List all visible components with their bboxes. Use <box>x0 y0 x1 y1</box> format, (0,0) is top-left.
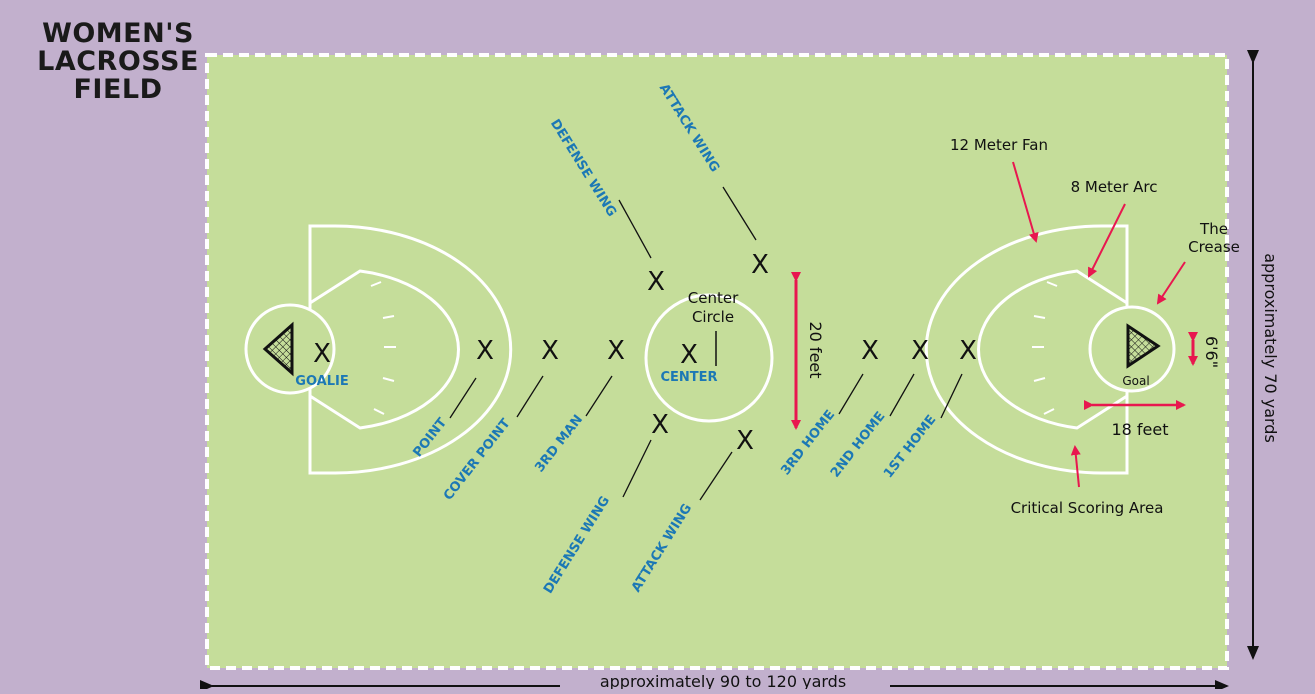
right-goal-icon <box>1126 323 1161 369</box>
eight-meter-arc-arrow <box>1088 203 1126 278</box>
player-mark-defense-wing-bottom: X <box>651 410 669 440</box>
center-circle-label-2: Circle <box>692 308 734 326</box>
player-mark-attack-wing-top: X <box>751 250 769 280</box>
field-title: WOMEN'S LACROSSE FIELD <box>37 18 199 105</box>
field-length-label: approximately 90 to 120 yards <box>600 672 846 689</box>
right-8-meter-arc <box>977 269 1128 430</box>
player-mark-point: X <box>476 336 494 366</box>
right-goal-area <box>924 224 1176 475</box>
playing-field <box>205 53 1229 670</box>
goal-label: Goal <box>1122 374 1149 388</box>
crease-arrow <box>1156 261 1186 305</box>
center-diameter-label: 20 feet <box>806 321 825 378</box>
goal-width-label: 6'6" <box>1202 336 1221 368</box>
left-goal-icon <box>262 321 294 377</box>
player-mark-2nd-home: X <box>911 336 929 366</box>
player-mark-3rd-home: X <box>861 336 879 366</box>
player-mark-3rd-man: X <box>607 336 625 366</box>
player-mark-1st-home: X <box>959 336 977 366</box>
player-mark-goalie: X <box>313 339 331 369</box>
right-12-meter-fan <box>924 224 1129 475</box>
label-goalie: GOALIE <box>295 374 348 389</box>
crease-label-1: The <box>1199 220 1228 238</box>
player-mark-attack-wing-bottom: X <box>736 426 754 456</box>
critical-scoring-area-label: Critical Scoring Area <box>1011 499 1164 517</box>
player-mark-cover-point: X <box>541 336 559 366</box>
player-marks: X X X X X X X X X X X X <box>313 250 977 456</box>
center-circle-label-1: Center <box>688 289 739 307</box>
label-center: CENTER <box>660 370 717 385</box>
left-8-meter-arc <box>309 269 460 430</box>
title-line-1: WOMEN'S <box>42 18 194 49</box>
goal-to-arc-label: 18 feet <box>1111 420 1168 439</box>
player-mark-center: X <box>680 340 698 370</box>
eight-meter-arc-label: 8 Meter Arc <box>1071 178 1158 196</box>
left-hash-marks <box>370 281 396 415</box>
twelve-meter-fan-arrow <box>1012 161 1039 243</box>
crease-label-2: Crease <box>1188 238 1240 256</box>
player-mark-defense-wing-top: X <box>647 267 665 297</box>
twelve-meter-fan-label: 12 Meter Fan <box>950 136 1048 154</box>
title-line-3: FIELD <box>73 74 162 105</box>
center-circle <box>644 293 774 423</box>
title-line-2: LACROSSE <box>37 46 199 77</box>
field-length-label-bg <box>560 674 890 689</box>
field-width-label: approximately 70 yards <box>1261 253 1280 443</box>
left-12-meter-fan <box>308 224 513 475</box>
right-hash-marks <box>1032 281 1058 415</box>
position-leader-lines <box>449 186 963 501</box>
critical-scoring-area-arrow <box>1070 445 1081 488</box>
